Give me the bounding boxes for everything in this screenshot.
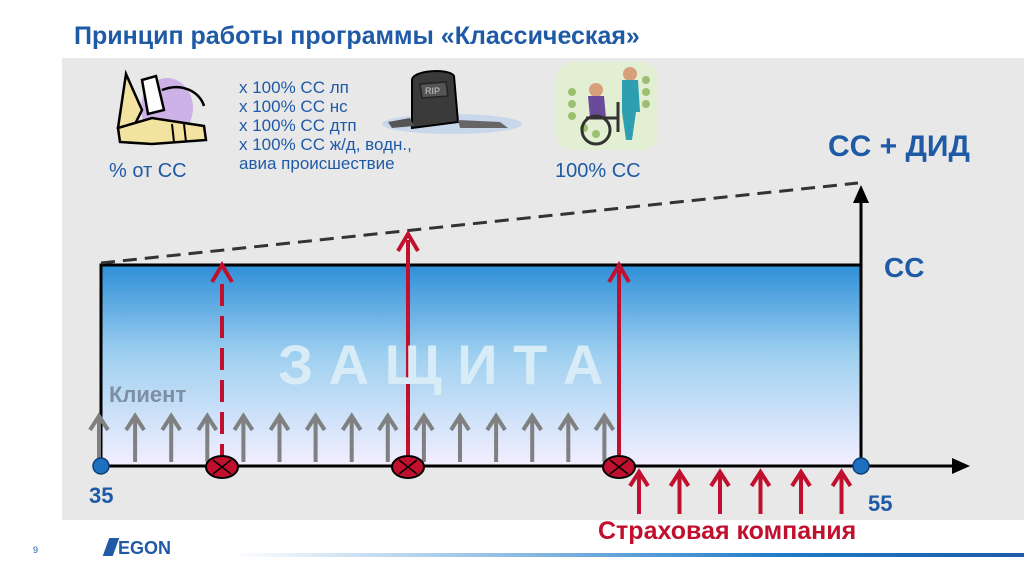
multipliers-list: х 100% СС лп х 100% СС нс х 100% СС дтп … [239, 78, 412, 173]
page-number: 9 [33, 545, 39, 555]
bandaged-body-icon [116, 69, 208, 146]
multiplier-item: х 100% СС нс [239, 97, 348, 116]
insurer-payment-arrow [668, 468, 691, 514]
multiplier-item: х 100% СС ж/д, водн., [239, 135, 412, 154]
time-axis-arrowhead [952, 458, 970, 474]
insurer-payment-arrow [628, 468, 650, 514]
end-point [852, 457, 870, 475]
client-payment-arrow [593, 412, 616, 462]
insurer-payment-arrows [628, 468, 853, 514]
gravestone-icon: RIP [382, 70, 522, 134]
logo-text: EGON [118, 538, 172, 558]
svg-text:RIP: RIP [425, 86, 440, 96]
insurer-payment-arrow [709, 468, 731, 514]
vertical-axis-arrowhead [853, 185, 869, 203]
client-payment-arrow [377, 412, 399, 462]
wheelchair-icon [556, 62, 658, 150]
page-title: Принцип работы программы «Классическая» [74, 22, 640, 50]
percent-of-cc-label: % от СС [109, 160, 187, 182]
event-disability-arrowhead [607, 261, 631, 284]
client-payment-arrow [268, 412, 291, 462]
client-payment-arrows [88, 412, 616, 462]
client-payment-arrow [124, 412, 146, 462]
logo-mark-icon [102, 538, 120, 556]
cc-plus-did-label: СС + ДИД [828, 130, 970, 163]
cc-label: СС [884, 252, 925, 283]
client-payment-arrow [485, 412, 507, 462]
end-age-label: 55 [868, 491, 893, 516]
footer-bar [230, 553, 1024, 557]
insurer-payment-arrow [790, 468, 812, 514]
start-point [92, 457, 110, 475]
client-payment-arrow [304, 412, 327, 462]
cc-did-dashed-line [100, 181, 859, 265]
event-injury-arrowhead [210, 261, 234, 284]
client-payment-arrow [232, 412, 255, 462]
hundred-percent-cc-label: 100% СС [555, 160, 641, 182]
client-label: Клиент [109, 382, 187, 407]
event-death-arrowhead [396, 230, 420, 253]
insurer-payment-arrow [749, 468, 772, 514]
client-payment-arrow [160, 412, 182, 462]
client-payment-arrow [341, 412, 363, 462]
multiplier-item: х 100% СС лп [239, 78, 349, 97]
multiplier-item: х 100% СС дтп [239, 116, 357, 135]
client-payment-arrow [521, 412, 543, 462]
insurer-label: Страховая компания [598, 517, 857, 545]
protection-label: З А Щ И Т А [278, 333, 604, 396]
client-payment-arrow [88, 412, 110, 462]
event-marker [391, 455, 425, 479]
insurer-payment-arrow [830, 468, 853, 514]
event-marker [602, 455, 636, 479]
event-marker [205, 455, 239, 479]
client-payment-arrow [449, 412, 471, 462]
client-payment-arrow [557, 412, 579, 462]
client-payment-arrow [413, 412, 435, 462]
client-payment-arrow [196, 412, 218, 462]
start-age-label: 35 [89, 483, 114, 508]
multiplier-item: авиа происшествие [239, 154, 395, 173]
company-logo: EGON [102, 538, 172, 559]
